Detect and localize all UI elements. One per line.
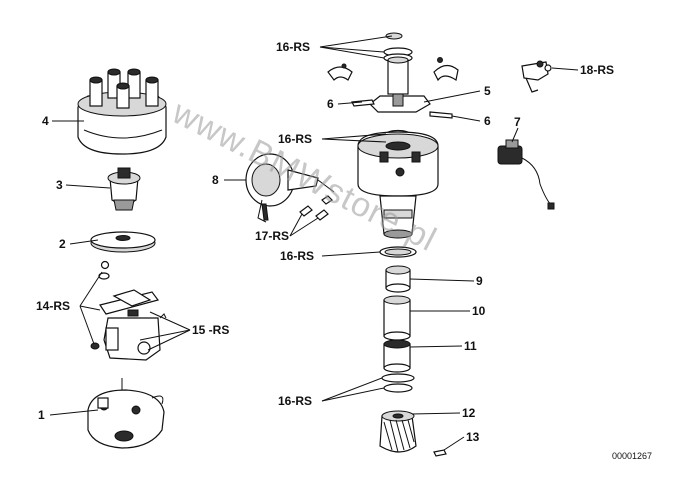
label-part-6-right: 6: [484, 114, 491, 128]
vacuum-screws: [299, 195, 333, 221]
distributor-cap: [77, 68, 167, 155]
drive-gear: [379, 410, 417, 453]
label-part-6-left: 6: [327, 97, 334, 111]
label-16-rs-bottom: 16-RS: [278, 394, 312, 408]
label-14-rs: 14-RS: [36, 299, 70, 313]
distributor-housing: [357, 131, 439, 239]
label-part-3: 3: [56, 178, 63, 192]
distributor-shaft: [351, 56, 453, 119]
label-part-5: 5: [484, 84, 491, 98]
label-part-2: 2: [59, 237, 66, 251]
bushing-sleeve: [383, 295, 411, 341]
label-16-rs-housing: 16-RS: [278, 132, 312, 146]
lower-washers: [381, 373, 415, 393]
roll-pin: [433, 449, 447, 457]
leader-lines: [49, 35, 579, 451]
label-part-11: 11: [464, 339, 477, 353]
rotor: [107, 167, 141, 211]
callout-labels: 4 3 2 14-RS 15 -RS 1 16-RS 6 5 6 16-RS 8…: [36, 40, 652, 461]
label-part-8: 8: [212, 173, 219, 187]
bushing: [385, 265, 411, 293]
base-plate: [87, 378, 165, 449]
breaker-assembly: [90, 260, 167, 361]
label-part-7: 7: [514, 115, 521, 129]
label-part-1: 1: [38, 408, 45, 422]
vacuum-unit: [245, 153, 335, 223]
label-15-rs: 15 -RS: [192, 323, 229, 337]
label-18-rs: 18-RS: [580, 63, 614, 77]
collar: [383, 339, 411, 373]
label-17-rs: 17-RS: [255, 229, 289, 243]
reference-number: 00001267: [612, 451, 652, 461]
condenser: [497, 139, 555, 210]
dust-shield: [90, 231, 156, 253]
label-part-4: 4: [42, 114, 49, 128]
label-part-9: 9: [476, 274, 483, 288]
bracket: [521, 60, 552, 93]
label-part-13: 13: [466, 430, 480, 444]
label-part-10: 10: [472, 304, 486, 318]
label-16-rs-top: 16-RS: [276, 40, 310, 54]
label-part-12: 12: [462, 406, 476, 420]
label-16-rs-seal: 16-RS: [280, 249, 314, 263]
